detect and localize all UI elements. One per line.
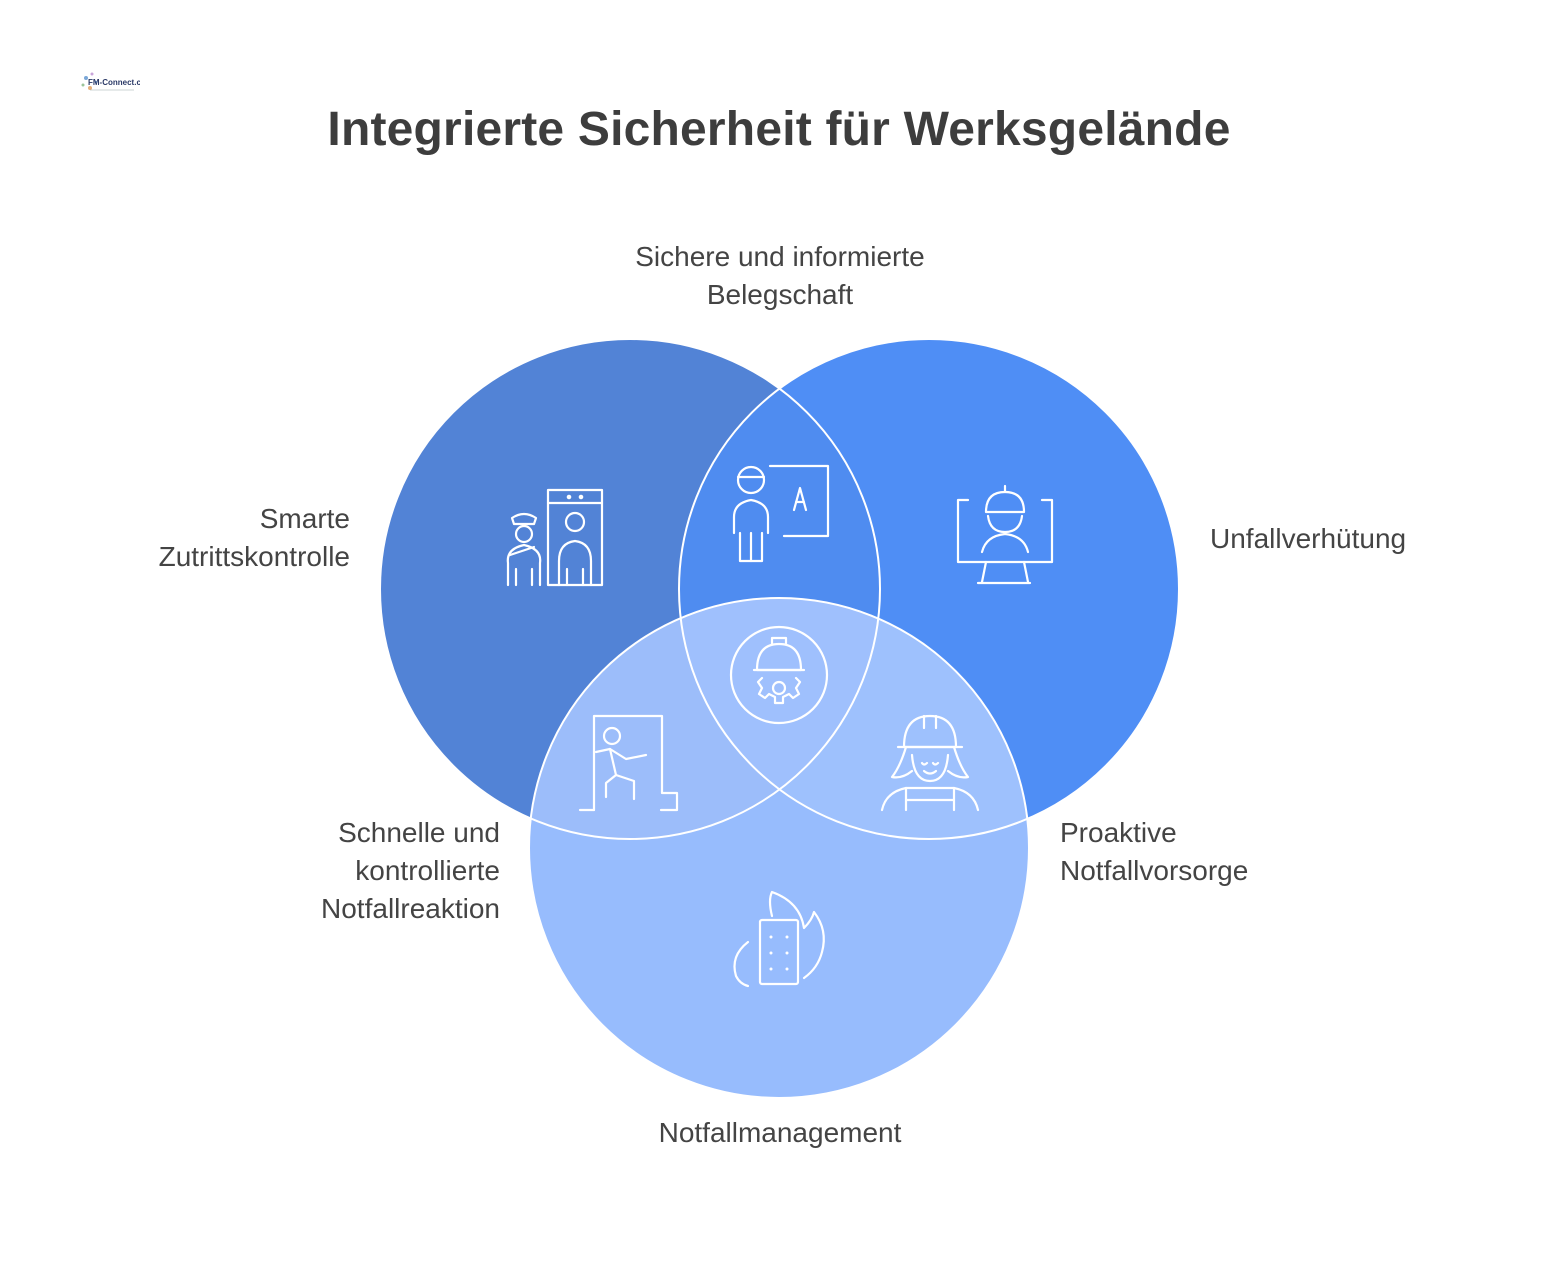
label-notfallvorsorge: Proaktive Notfallvorsorge	[1060, 814, 1360, 890]
label-line: Belegschaft	[706, 279, 854, 310]
burning-building-icon	[733, 890, 825, 988]
outline-right	[678, 338, 1180, 840]
label-line: Proaktive	[1060, 817, 1177, 848]
label-line: Smarte	[259, 503, 350, 534]
emergency-exit-icon	[578, 714, 679, 812]
label-smarte-zutrittskontrolle: Smarte Zutrittskontrolle	[60, 500, 350, 576]
label-line: kontrollierte	[355, 855, 500, 886]
logo-text: FM-Connect.com	[88, 78, 140, 87]
logo: FM-Connect.com	[78, 68, 153, 98]
label-line: Notfallvorsorge	[1060, 855, 1249, 886]
label-notfallreaktion: Schnelle und kontrollierte Notfallreakti…	[200, 814, 500, 928]
label-line: Sichere und informierte	[635, 241, 925, 272]
logo-icon: FM-Connect.com	[81, 72, 153, 91]
label-line: Unfallverhütung	[1210, 523, 1407, 554]
label-line: Notfallmanagement	[658, 1117, 902, 1148]
label-unfallverhuetung: Unfallverhütung	[1210, 520, 1510, 558]
label-sichere-belegschaft: Sichere und informierte Belegschaft	[575, 238, 985, 314]
outline-left	[379, 338, 881, 840]
worker-monitor-icon	[956, 484, 1054, 585]
page-title: Integrierte Sicherheit für Werksgelände	[327, 103, 1231, 156]
worker-training-board-icon	[732, 464, 830, 563]
security-guard-body-scanner-icon	[506, 488, 604, 587]
label-line: Schnelle und	[338, 817, 500, 848]
outline-bottom	[528, 597, 1030, 1099]
label-notfallmanagement: Notfallmanagement	[580, 1114, 980, 1152]
hardhat-gear-icon	[729, 625, 829, 725]
female-worker-hardhat-icon	[880, 714, 980, 812]
overlap-notfallvorsorge	[679, 598, 1029, 839]
label-line: Zutrittskontrolle	[158, 541, 350, 572]
overlap-notfallreaktion	[529, 598, 880, 839]
label-line: Notfallreaktion	[321, 893, 500, 924]
